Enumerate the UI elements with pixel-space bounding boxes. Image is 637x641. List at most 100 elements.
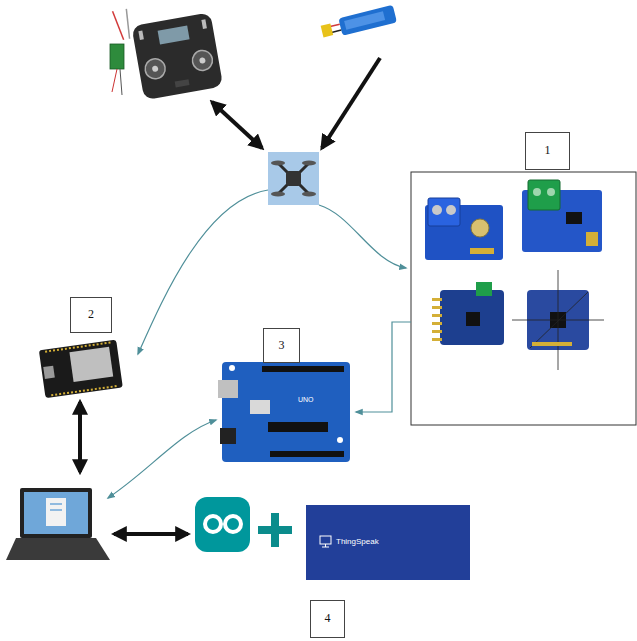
rc-transmitter — [131, 12, 223, 100]
rc-transmitter — [158, 26, 190, 45]
plus-sign — [271, 513, 279, 547]
thingspeak-logo: ThingSpeak — [306, 505, 470, 580]
link-arrow — [78, 402, 82, 472]
current-sensor — [528, 180, 560, 210]
data-curve — [138, 190, 268, 354]
rc-transmitter — [191, 49, 214, 72]
rc-transmitter — [124, 9, 131, 39]
lipo-battery — [330, 24, 340, 26]
esp32-board — [39, 340, 123, 398]
rc-transmitter — [144, 57, 167, 80]
current-sensor — [547, 188, 555, 196]
callout-number: 4 — [325, 612, 331, 625]
monitor-icon — [320, 536, 331, 544]
arduino-uno-board — [229, 365, 235, 371]
esp32-board — [51, 386, 118, 395]
rc-transmitter — [113, 0, 224, 103]
current-sensor — [533, 188, 541, 196]
rc-receiver — [110, 44, 124, 69]
power-monitor-sensor — [432, 314, 442, 317]
drone-picture — [268, 152, 319, 205]
arduino-uno-board — [218, 362, 350, 462]
arduino-uno-board — [250, 400, 270, 414]
drone-picture — [268, 152, 319, 205]
rc-transmitter — [175, 79, 190, 87]
voltage-sensor — [471, 219, 489, 237]
arduino-logo — [225, 516, 241, 532]
drone-picture — [271, 161, 285, 166]
rc-transmitter — [201, 19, 207, 29]
rc-receiver — [112, 69, 117, 92]
esp32-board — [39, 340, 123, 398]
lipo-battery — [344, 11, 385, 29]
arduino-logo — [209, 523, 217, 525]
current-sensor — [522, 180, 602, 252]
power-monitor-sensor — [432, 338, 442, 341]
laptop-picture — [20, 488, 92, 538]
laptop-picture — [24, 492, 88, 534]
current-sensor — [566, 212, 582, 224]
callout-number: 1 — [545, 144, 551, 157]
callout-box: 4 — [310, 600, 345, 638]
lipo-battery — [320, 5, 397, 41]
monitor-icon — [322, 547, 329, 548]
esp32-board — [45, 342, 112, 351]
laptop-picture — [46, 498, 66, 526]
voltage-sensor — [428, 198, 460, 226]
voltage-sensor — [470, 248, 494, 254]
arduino-uno-board — [270, 451, 344, 457]
arduino-logo — [195, 497, 250, 552]
rc-receiver — [120, 69, 122, 95]
drone-picture — [302, 161, 316, 166]
drone-picture — [271, 192, 285, 197]
voltage-sensor — [432, 205, 442, 215]
arduino-uno-board — [220, 428, 236, 444]
sensor-bracket — [356, 322, 411, 412]
rc-transmitter — [138, 30, 144, 40]
arduino-uno-board — [268, 422, 328, 432]
link-arrow — [212, 102, 262, 148]
board-print: UNO — [298, 396, 314, 403]
esp32-board — [69, 347, 113, 382]
voltage-sensor — [446, 205, 456, 215]
laptop-picture — [6, 538, 110, 560]
power-monitor-sensor — [440, 290, 504, 345]
power-monitor-sensor — [432, 322, 442, 325]
callout-box: 1 — [525, 132, 570, 170]
power-arrow — [322, 58, 380, 148]
imu-sensor — [530, 292, 588, 348]
power-monitor-sensor — [432, 298, 442, 301]
arduino-uno-board — [222, 362, 350, 462]
esp32-board — [43, 366, 55, 379]
drone-picture — [279, 164, 308, 193]
imu-sensor — [532, 342, 572, 346]
current-sensor — [586, 232, 598, 246]
link-arrow — [114, 532, 188, 536]
arduino-uno-board — [337, 437, 343, 443]
drone-picture — [286, 171, 301, 186]
power-monitor-sensor — [476, 282, 492, 296]
power-monitor-sensor — [432, 306, 442, 309]
rc-transmitter — [113, 10, 124, 41]
brand-name: ThingSpeak — [336, 538, 379, 547]
sensor-frame — [411, 172, 636, 425]
arduino-logo — [232, 520, 234, 528]
arduino-uno-board — [262, 366, 344, 372]
imu-sensor — [512, 270, 604, 370]
power-monitor-sensor — [432, 330, 442, 333]
serial-curve — [108, 420, 216, 498]
power-monitor-sensor — [466, 312, 480, 326]
data-curve — [319, 205, 406, 268]
arduino-logo — [195, 497, 250, 552]
power-monitor-sensor — [432, 282, 504, 345]
rc-receiver — [110, 44, 124, 95]
lipo-battery — [332, 30, 342, 32]
lipo-battery — [321, 23, 334, 37]
imu-sensor — [512, 320, 604, 321]
monitor-icon — [325, 544, 326, 547]
callout-number: 3 — [279, 339, 285, 352]
lipo-battery — [338, 5, 397, 36]
drone-picture — [279, 164, 308, 193]
